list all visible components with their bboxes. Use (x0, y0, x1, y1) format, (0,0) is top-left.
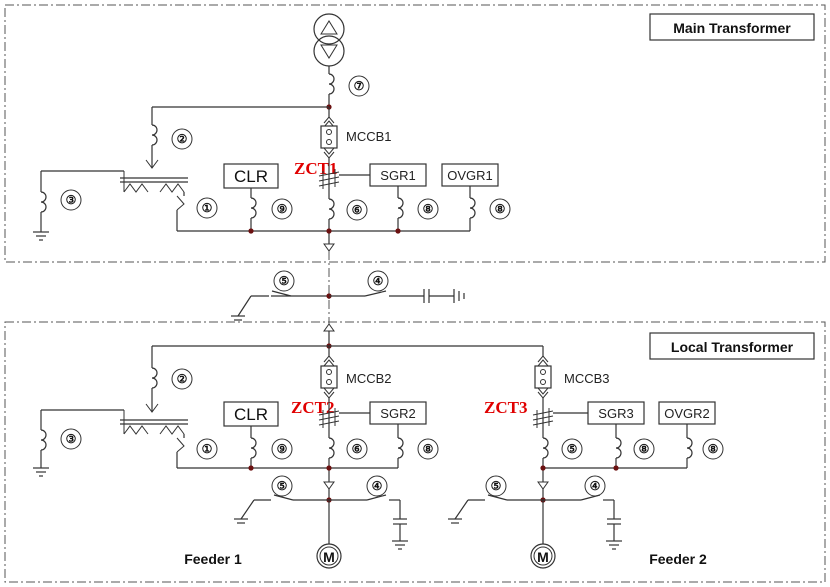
switch-icon (328, 198, 335, 220)
point-label-4: ④ (590, 479, 601, 493)
ground-icon (33, 467, 49, 477)
breaker-icon (534, 355, 552, 399)
switch-icon (176, 437, 185, 453)
switch-icon (469, 197, 476, 219)
point-label-6: ⑥ (352, 203, 363, 217)
sgr3-label: SGR3 (598, 406, 633, 421)
grounding-transformer-icon (120, 403, 188, 435)
ovgr2-label: OVGR2 (664, 406, 710, 421)
switch-icon (40, 429, 47, 451)
arrow-icon (537, 481, 549, 490)
point-label-3: ③ (66, 432, 77, 446)
ground-icon (453, 289, 465, 303)
capacitor-icon (607, 518, 621, 525)
switch-icon (397, 437, 404, 459)
point-label-8: ⑧ (423, 202, 434, 216)
ground-icon (606, 540, 622, 550)
main-transformer-title: Main Transformer (673, 20, 791, 36)
ground-icon (33, 231, 49, 241)
sgr2-label: SGR2 (380, 406, 415, 421)
point-label-1: ① (202, 442, 213, 456)
ovgr1-label: OVGR1 (447, 168, 493, 183)
switch-icon (176, 195, 185, 211)
switch-icon (615, 437, 622, 459)
switch-icon (40, 191, 47, 213)
point-label-4: ④ (373, 274, 384, 288)
breaker-icon (320, 355, 338, 399)
ground-icon (231, 315, 245, 321)
feeder-2-label: Feeder 2 (649, 551, 707, 567)
point-label-7: ⑦ (354, 79, 365, 93)
switch-icon (366, 494, 387, 501)
point-label-5: ⑤ (567, 442, 578, 456)
local-transformer-section (4, 321, 826, 583)
point-label-5: ⑤ (279, 274, 290, 288)
sgr1-label: SGR1 (380, 168, 415, 183)
zct3-label: ZCT3 (484, 398, 527, 417)
switch-icon (397, 197, 404, 219)
point-label-9: ⑨ (277, 442, 288, 456)
point-label-6: ⑥ (352, 442, 363, 456)
clr-main-label: CLR (234, 167, 268, 186)
ct-icon (532, 408, 554, 428)
point-label-8: ⑧ (708, 442, 719, 456)
point-label-9: ⑨ (277, 202, 288, 216)
switch-icon (273, 494, 294, 501)
point-label-5: ⑤ (277, 479, 288, 493)
motor-1-label: M (323, 549, 335, 565)
local-transformer-title: Local Transformer (671, 339, 794, 355)
arrow-icon (323, 243, 335, 252)
main-transformer-section (4, 4, 826, 263)
mccb2-label: MCCB2 (346, 371, 392, 386)
point-label-5: ⑤ (491, 479, 502, 493)
mccb3-label: MCCB3 (564, 371, 610, 386)
feeder-1-label: Feeder 1 (184, 551, 242, 567)
switch-icon (328, 437, 335, 459)
capacitor-icon (393, 518, 407, 525)
mccb1-label: MCCB1 (346, 129, 392, 144)
ct-icon (318, 169, 340, 189)
clr-main-relay (223, 163, 279, 189)
breaker-icon (320, 116, 338, 159)
ct-icon (318, 408, 340, 428)
zct1-label: ZCT1 (294, 159, 337, 178)
switch-icon (151, 367, 158, 389)
switch-icon (487, 494, 508, 501)
switch-icon (328, 73, 335, 95)
point-label-4: ④ (372, 479, 383, 493)
transformer-icon (313, 13, 345, 67)
motor-2-label: M (537, 549, 549, 565)
grounding-transformer-icon (120, 159, 188, 193)
point-label-2: ② (177, 132, 188, 146)
ground-icon (234, 518, 248, 524)
point-label-2: ② (177, 372, 188, 386)
switch-icon (542, 437, 549, 459)
point-label-8: ⑧ (639, 442, 650, 456)
switch-icon (271, 290, 292, 297)
point-label-8: ⑧ (423, 442, 434, 456)
motor-icon: M (530, 543, 556, 569)
switch-icon (151, 124, 158, 146)
switch-icon (364, 290, 387, 297)
main-transformer-title-box (649, 13, 815, 41)
arrow-icon (323, 481, 335, 490)
clr-local-relay (223, 401, 279, 427)
zct2-label: ZCT2 (291, 398, 334, 417)
ground-icon (392, 540, 408, 550)
arrow-icon (323, 323, 335, 332)
motor-icon: M (316, 543, 342, 569)
clr-local-label: CLR (234, 405, 268, 424)
point-label-3: ③ (66, 193, 77, 207)
switch-icon (250, 197, 257, 219)
point-label-8: ⑧ (495, 202, 506, 216)
switch-icon (250, 437, 257, 459)
ground-icon (448, 518, 462, 524)
local-transformer-title-box (649, 332, 815, 360)
point-label-1: ① (202, 201, 213, 215)
capacitor-icon (423, 289, 430, 303)
switch-icon (686, 437, 693, 459)
